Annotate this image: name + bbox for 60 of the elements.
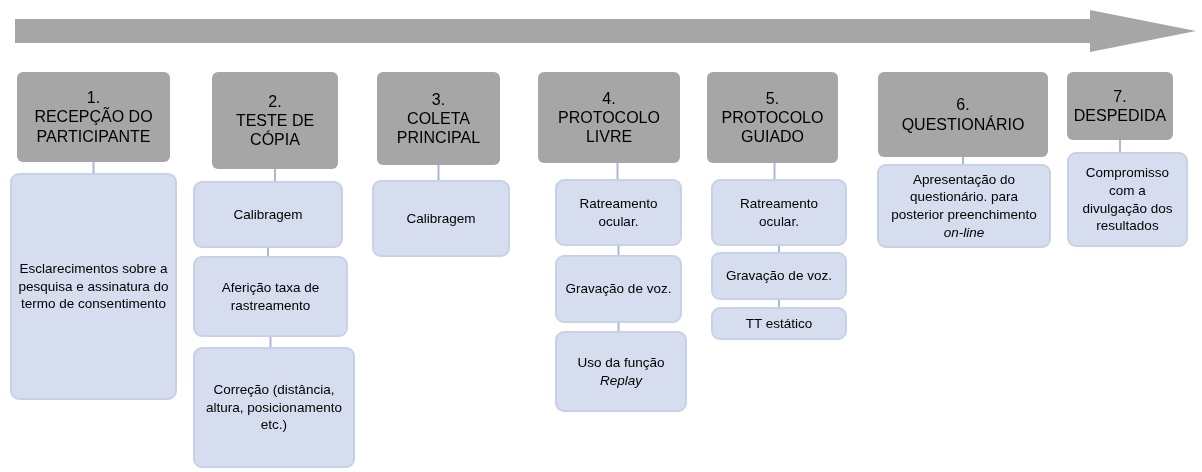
task-text: Apresentação do questionário. para posterior preenchimento on-line	[890, 170, 1038, 242]
step-number: 6.	[956, 95, 970, 115]
step-header	[377, 72, 500, 165]
step-number: 7.	[1113, 86, 1127, 106]
task-box	[711, 179, 847, 246]
task-box	[10, 173, 177, 400]
connector	[274, 168, 276, 182]
step-header	[1067, 72, 1173, 140]
connector	[778, 299, 780, 308]
connector	[92, 161, 95, 174]
step-number: 5.	[765, 88, 780, 108]
step-header	[878, 72, 1048, 157]
connector	[616, 162, 619, 180]
task-box	[555, 179, 682, 246]
task-text: Ratreamento ocular.	[738, 194, 819, 231]
task-text: Calibragem	[233, 205, 303, 224]
connector	[269, 336, 272, 348]
step-title: DESPEDIDA	[1073, 106, 1167, 126]
task-text: TT estático	[745, 314, 813, 333]
step-title: RECEPÇÃO DO PARTICIPANTE	[33, 107, 154, 146]
step-number: 4.	[602, 88, 616, 108]
step-title: PROTOCOLO GUIADO	[720, 107, 825, 147]
task-text: Correção (distância, altura, posicionamento etc.)	[205, 381, 343, 434]
task-box	[372, 180, 510, 257]
connector	[1119, 139, 1121, 153]
connector	[437, 164, 440, 181]
task-box	[555, 331, 687, 412]
step-title: COLETA PRINCIPAL	[395, 108, 482, 148]
task-text: Uso da função Replay	[576, 353, 666, 390]
step-number: 1.	[86, 88, 101, 107]
task-text: Aferição taxa de rastreamento	[220, 278, 321, 315]
connector	[778, 245, 780, 253]
step-header	[212, 72, 338, 169]
task-box	[711, 252, 847, 300]
step-number: 3.	[431, 89, 446, 109]
task-box	[555, 255, 682, 323]
connector	[962, 156, 964, 165]
task-text: Calibragem	[406, 209, 476, 228]
step-header	[707, 72, 838, 163]
step-number: 2.	[268, 91, 282, 111]
step-title: TESTE DE CÓPIA	[234, 110, 316, 150]
task-box	[877, 164, 1051, 248]
task-text: Gravação de voz.	[565, 280, 672, 298]
connector	[617, 245, 620, 256]
task-text: Ratreamento ocular.	[578, 194, 659, 231]
step-header	[538, 72, 680, 163]
task-box	[193, 256, 348, 337]
task-box	[193, 347, 355, 468]
task-text: Gravação de voz.	[726, 267, 832, 285]
step-title: QUESTIONÁRIO	[901, 114, 1025, 134]
step-title: PROTOCOLO LIVRE	[557, 107, 661, 147]
task-text: Esclarecimentos sobre a pesquisa e assinatura do termo de consentimento	[18, 260, 169, 313]
connector	[267, 247, 269, 257]
task-box	[711, 307, 847, 340]
connector	[617, 322, 620, 332]
task-box	[193, 181, 343, 248]
connector	[773, 162, 776, 180]
task-box	[1067, 152, 1188, 247]
task-text: Compromisso com a divulgação dos resultados	[1081, 164, 1174, 235]
step-header	[17, 72, 170, 162]
